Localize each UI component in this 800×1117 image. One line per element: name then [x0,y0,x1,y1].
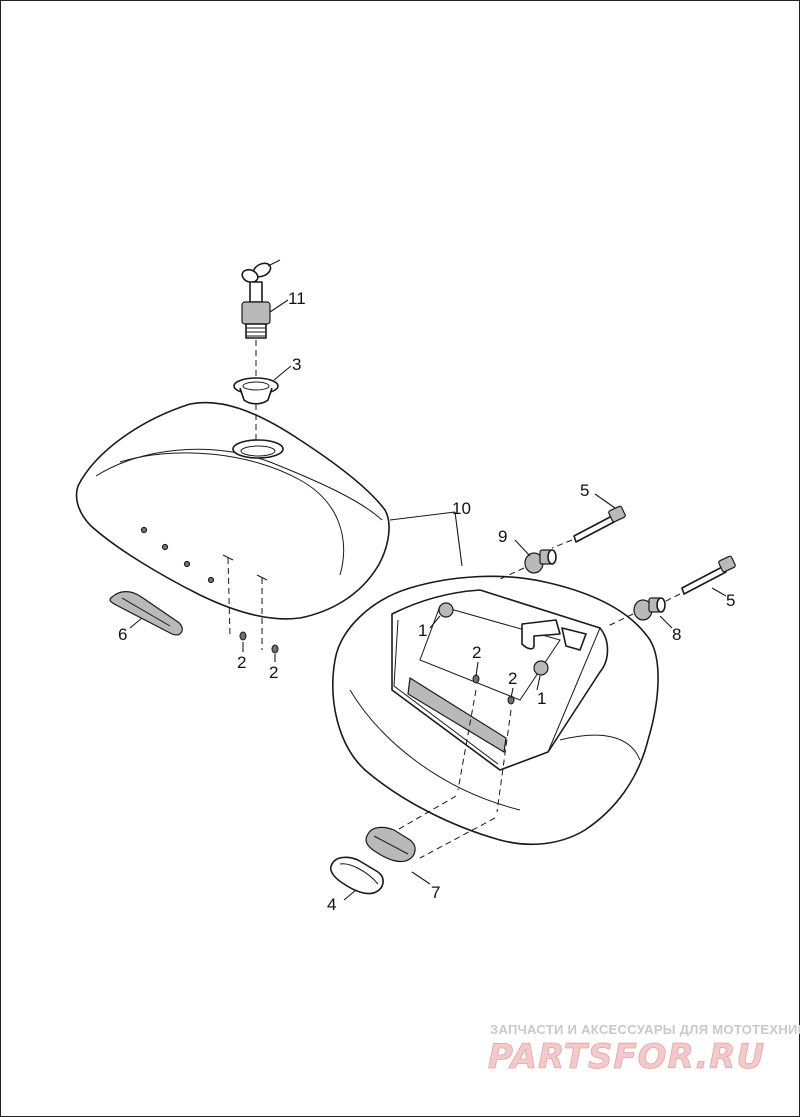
lock-bezel [233,377,279,405]
latch-striker-plate [109,591,183,636]
saddlebag-lid [75,401,390,620]
callout-3: 3 [292,355,301,374]
callout-5-upper: 5 [580,481,589,500]
reflector [365,826,416,863]
callout-11: 11 [288,289,306,308]
nut-2c [472,674,480,684]
callout-1-right: 1 [537,689,546,708]
callout-10: 10 [452,499,471,518]
bolt-upper [573,505,626,543]
callout-2-body-left: 2 [472,643,481,662]
nut-2a [239,631,247,641]
watermark-tagline: ЗАПЧАСТИ И АКСЕССУАРЫ ДЛЯ МОТОТЕХНИКИ [490,1022,800,1037]
isolator-lower [633,597,666,621]
reflector-gasket [329,856,384,895]
bolt-lower [681,555,736,595]
callout-9: 9 [498,527,507,546]
watermark-logo: PARTSFOR.RU [488,1037,765,1077]
callout-7: 7 [431,883,440,902]
saddlebag-body [332,575,659,846]
callout-6: 6 [118,625,127,644]
callout-2-lid-right: 2 [269,663,278,682]
isolator-upper [524,549,557,574]
callout-5-lower: 5 [726,591,735,610]
callout-2-body-right: 2 [508,669,517,688]
callout-4: 4 [327,895,336,914]
callout-8: 8 [672,625,681,644]
lock-cylinder-with-keys [241,259,281,339]
callout-1-left: 1 [418,621,427,640]
nut-2b [271,644,279,654]
callout-2-lid-left: 2 [237,653,246,672]
